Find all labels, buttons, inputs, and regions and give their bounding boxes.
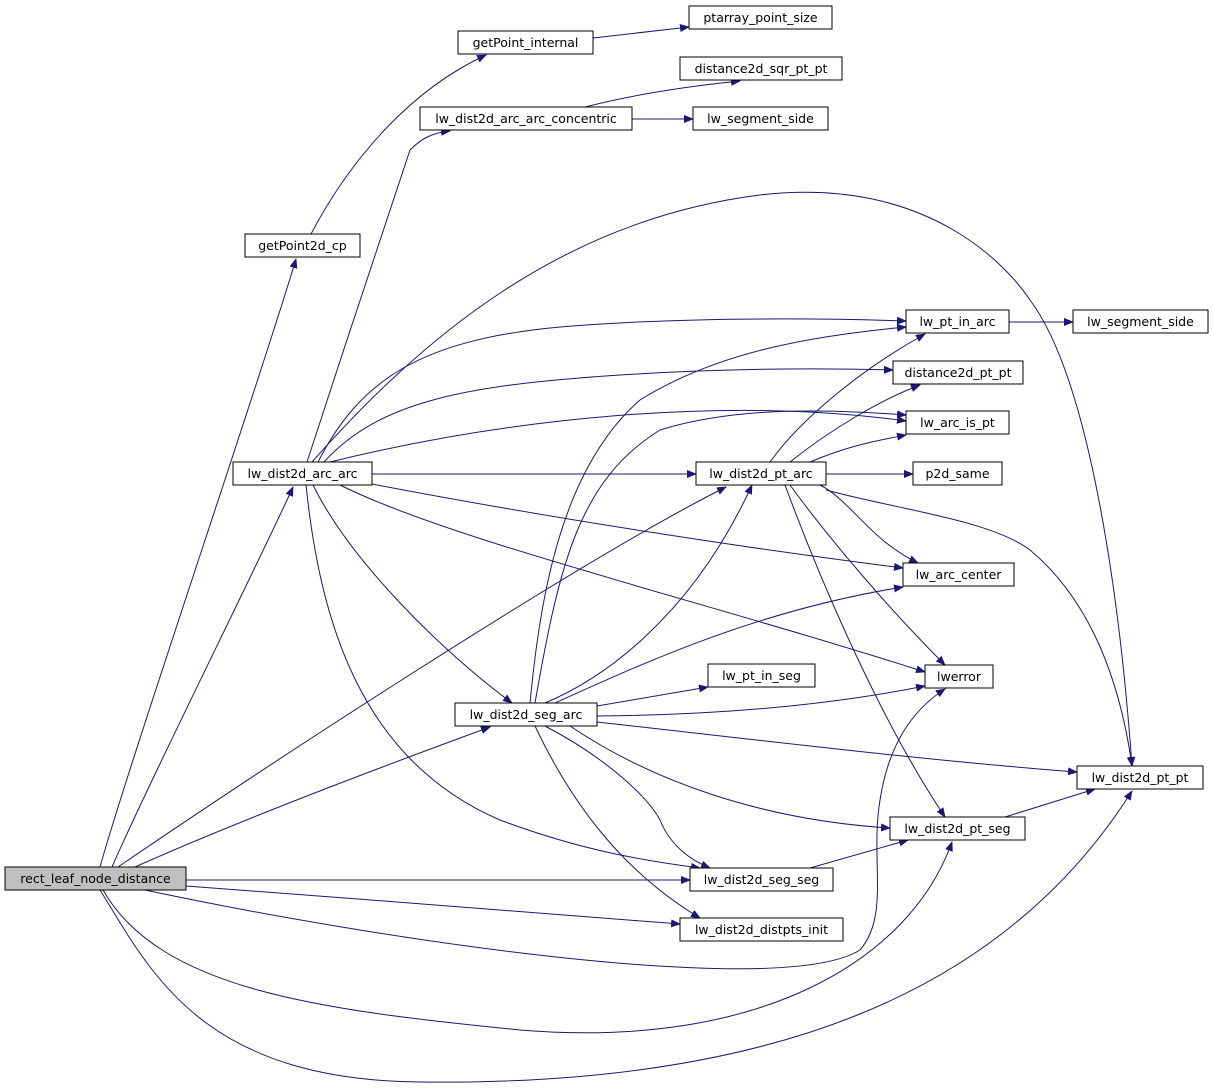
node-label: distance2d_sqr_pt_pt: [695, 61, 828, 76]
node-label: lw_dist2d_pt_pt: [1092, 770, 1189, 785]
node-rect-leaf-node-distance[interactable]: rect_leaf_node_distance: [4, 866, 187, 891]
edge-lw-dist2d-seg-arc-to-lw-pt-in-seg: [596, 684, 709, 707]
edge-lw-dist2d-pt-arc-to-lw-dist2d-pt-pt: [825, 489, 1135, 767]
edge-lw-dist2d-arc-arc-to-lw-pt-in-arc: [317, 316, 907, 463]
node-label: lw_dist2d_distpts_init: [695, 922, 828, 937]
edge-lw-dist2d-seg-arc-to-lw-arc-center: [554, 584, 904, 704]
edge-lw-dist2d-arc-arc-to-lw-dist2d-pt-pt: [311, 191, 1136, 767]
edge-lw-dist2d-arc-arc-to-lw-arc-center: [371, 483, 904, 571]
edge-lw-dist2d-pt-arc-to-lw-arc-is-pt: [809, 432, 907, 463]
edge-lw-dist2d-arc-arc-to-lw-dist2d-seg-arc: [312, 484, 513, 704]
edge-lw-dist2d-arc-arc-to-distance2d-pt-pt: [323, 365, 894, 463]
edge-rect-leaf-node-distance-to-lw-dist2d-pt-arc: [117, 486, 727, 868]
edge-rect-leaf-node-distance-to-getpoint2d-cp: [99, 258, 298, 868]
node-getpoint2d-cp[interactable]: getPoint2d_cp: [244, 233, 361, 258]
node-label: lw_arc_is_pt: [920, 415, 995, 430]
node-label: lw_pt_in_seg: [722, 668, 801, 683]
edge-lw-dist2d-pt-seg-to-lw-dist2d-pt-pt: [1004, 787, 1096, 818]
edge-lw-dist2d-pt-arc-to-lw-arc-center: [819, 484, 919, 564]
node-lw-pt-in-seg[interactable]: lw_pt_in_seg: [707, 663, 816, 688]
edge-lw-dist2d-seg-arc-to-lw-dist2d-seg-seg: [544, 725, 711, 869]
node-label: lw_dist2d_pt_seg: [904, 821, 1010, 836]
edge-lw-dist2d-seg-arc-to-lw-dist2d-pt-arc: [544, 484, 753, 704]
node-label: p2d_same: [925, 466, 989, 481]
node-distance2d-pt-pt[interactable]: distance2d_pt_pt: [892, 360, 1024, 385]
node-lw-dist2d-pt-arc[interactable]: lw_dist2d_pt_arc: [695, 461, 827, 486]
node-lw-dist2d-arc-arc-concentric[interactable]: lw_dist2d_arc_arc_concentric: [419, 106, 633, 131]
node-label: getPoint2d_cp: [258, 238, 347, 253]
edge-lw-dist2d-pt-arc-to-distance2d-pt-pt: [789, 384, 921, 463]
node-lw-arc-center[interactable]: lw_arc_center: [902, 562, 1015, 587]
node-lw-dist2d-seg-seg[interactable]: lw_dist2d_seg_seg: [689, 867, 834, 892]
edge-rect-leaf-node-distance-to-lwerror: [144, 688, 946, 970]
node-label: rect_leaf_node_distance: [20, 871, 171, 886]
node-label: lw_dist2d_seg_seg: [704, 872, 819, 887]
edge-lw-dist2d-pt-arc-to-lwerror: [789, 484, 946, 666]
edge-lw-dist2d-seg-arc-to-lwerror: [596, 683, 926, 717]
edge-lw-dist2d-arc-arc-to-lw-dist2d-seg-seg: [305, 484, 701, 871]
node-lw-pt-in-arc[interactable]: lw_pt_in_arc: [905, 309, 1010, 334]
node-lw-segment-side-top[interactable]: lw_segment_side: [692, 106, 829, 131]
node-lw-dist2d-pt-seg[interactable]: lw_dist2d_pt_seg: [889, 816, 1026, 841]
node-lw-segment-side-right[interactable]: lw_segment_side: [1072, 309, 1209, 334]
node-lw-dist2d-arc-arc[interactable]: lw_dist2d_arc_arc: [232, 461, 373, 486]
node-label: lw_segment_side: [1087, 314, 1194, 329]
edge-lw-dist2d-seg-arc-to-lw-arc-is-pt: [534, 410, 907, 704]
edge-lw-dist2d-arc-arc-to-lw-arc-is-pt: [329, 409, 907, 463]
node-label: ptarray_point_size: [703, 10, 818, 25]
edge-rect-leaf-node-distance-to-lw-dist2d-distpts-init: [185, 885, 681, 928]
node-lwerror[interactable]: lwerror: [924, 664, 994, 689]
edge-lw-dist2d-seg-arc-to-lw-pt-in-arc: [529, 323, 907, 704]
node-label: lw_arc_center: [916, 567, 1003, 582]
edges-layer: [99, 24, 1136, 1083]
node-label: lw_pt_in_arc: [919, 314, 995, 329]
node-label: getPoint_internal: [473, 35, 579, 50]
edge-lw-dist2d-pt-arc-to-lw-dist2d-pt-seg: [784, 484, 946, 818]
edge-rect-leaf-node-distance-to-lw-dist2d-arc-arc: [111, 486, 294, 868]
node-lw-dist2d-pt-pt[interactable]: lw_dist2d_pt_pt: [1076, 765, 1204, 790]
node-label: lw_dist2d_pt_arc: [709, 466, 813, 481]
edge-getpoint-internal-to-ptarray-point-size: [592, 24, 690, 39]
node-lw-dist2d-seg-arc[interactable]: lw_dist2d_seg_arc: [454, 702, 598, 727]
edge-lw-dist2d-seg-arc-to-lw-dist2d-distpts-init: [534, 725, 701, 919]
edge-lw-dist2d-seg-arc-to-lw-dist2d-pt-pt: [596, 721, 1078, 776]
edge-rect-leaf-node-distance-to-lw-dist2d-pt-pt: [99, 790, 1133, 1083]
edge-lw-dist2d-arc-arc-to-lwerror: [339, 484, 926, 674]
edge-getpoint2d-cp-to-getpoint-internal: [310, 54, 487, 235]
node-label: distance2d_pt_pt: [904, 365, 1011, 380]
node-label: lwerror: [937, 669, 982, 684]
nodes-layer: rect_leaf_node_distance getPoint2d_cp ge…: [4, 5, 1209, 942]
edge-rect-leaf-node-distance-to-lw-dist2d-seg-arc: [134, 726, 491, 868]
node-lw-arc-is-pt[interactable]: lw_arc_is_pt: [905, 410, 1010, 435]
edge-lw-dist2d-pt-arc-to-lw-pt-in-arc: [769, 333, 926, 463]
edge-lw-dist2d-arc-arc-concentric-to-distance2d-sqr-pt-pt: [584, 77, 741, 108]
node-label: lw_segment_side: [707, 111, 814, 126]
node-distance2d-sqr-pt-pt[interactable]: distance2d_sqr_pt_pt: [679, 56, 843, 81]
node-label: lw_dist2d_arc_arc: [248, 466, 358, 481]
node-label: lw_dist2d_seg_arc: [470, 707, 583, 722]
edge-lw-dist2d-seg-arc-to-lw-dist2d-pt-seg: [569, 725, 891, 832]
node-label: lw_dist2d_arc_arc_concentric: [435, 111, 617, 126]
edge-lw-dist2d-arc-arc-to-lw-dist2d-arc-arc-concentric: [306, 127, 451, 463]
edge-rect-leaf-node-distance-to-lw-dist2d-pt-seg: [102, 841, 953, 1034]
node-p2d-same[interactable]: p2d_same: [912, 461, 1003, 486]
node-lw-dist2d-distpts-init[interactable]: lw_dist2d_distpts_init: [679, 917, 844, 942]
edge-lw-dist2d-seg-seg-to-lw-dist2d-pt-seg: [809, 838, 909, 869]
node-ptarray-point-size[interactable]: ptarray_point_size: [688, 5, 833, 30]
node-getpoint-internal[interactable]: getPoint_internal: [457, 30, 594, 55]
